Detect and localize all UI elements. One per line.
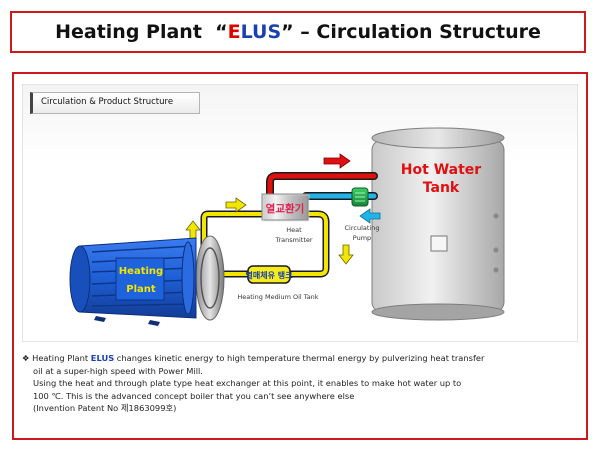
- heat-exchanger-label: 열교환기: [266, 202, 305, 215]
- oil-tank-label: 열매체유 탱크: [246, 270, 294, 280]
- hot-water-pipe: [266, 172, 378, 200]
- description-line-2: oil at a super-high speed with Power Mil…: [33, 365, 203, 376]
- title-prefix: Heating Plant “: [55, 21, 228, 43]
- elus-highlight: ELUS: [90, 353, 115, 363]
- flow-arrow-icon: [225, 197, 247, 213]
- flow-arrow-icon: [338, 244, 354, 265]
- bullet-icon: ❖: [22, 353, 30, 363]
- description: ❖ Heating Plant ELUS changes kinetic ene…: [22, 352, 578, 415]
- description-line-5: (Invention Patent No 제1863099호): [33, 403, 177, 414]
- flow-arrow-icon: [185, 220, 201, 241]
- plant-label-line2: Plant: [126, 284, 156, 295]
- section-label: Circulation & Product Structure: [30, 92, 200, 114]
- title-elus-e: E: [227, 21, 241, 43]
- heat-exchanger: [261, 193, 310, 222]
- oil-tank-caption: Heating Medium Oil Tank: [237, 293, 318, 301]
- title-elus-lus: LUS: [240, 21, 282, 43]
- flow-arrow-icon: [359, 208, 381, 224]
- heating-medium-oil-tank: [247, 265, 291, 284]
- tank-label-line1: Hot Water: [401, 162, 481, 178]
- title-banner: Heating Plant “ELUS” – Circulation Struc…: [10, 11, 586, 53]
- tank-port-icon: [493, 267, 499, 273]
- heating-plant-motor: [69, 235, 225, 326]
- tank-port-icon: [493, 213, 499, 219]
- tank-label-line2: Tank: [423, 180, 460, 196]
- tank-inspection-window: [430, 235, 448, 252]
- title-suffix: ” – Circulation Structure: [281, 21, 541, 43]
- description-line-3: Using the heat and through plate type he…: [33, 378, 462, 389]
- plant-label-line1: Heating: [119, 266, 163, 277]
- pump-label-1: Circulating: [345, 224, 380, 232]
- heat-transmitter-label-1: Heat: [286, 226, 302, 234]
- heat-transmitter-label-2: Transmitter: [274, 236, 312, 244]
- page-title: Heating Plant “ELUS” – Circulation Struc…: [55, 21, 541, 43]
- tank-port-icon: [493, 247, 499, 253]
- circulating-pump: [351, 187, 369, 207]
- description-line-4: 100 ℃. This is the advanced concept boil…: [33, 390, 355, 401]
- flow-arrow-icon: [323, 153, 351, 169]
- pump-label-2: Pump: [353, 234, 371, 242]
- description-line-1: ❖ Heating Plant ELUS changes kinetic ene…: [22, 353, 485, 363]
- hot-water-tank: [371, 127, 505, 321]
